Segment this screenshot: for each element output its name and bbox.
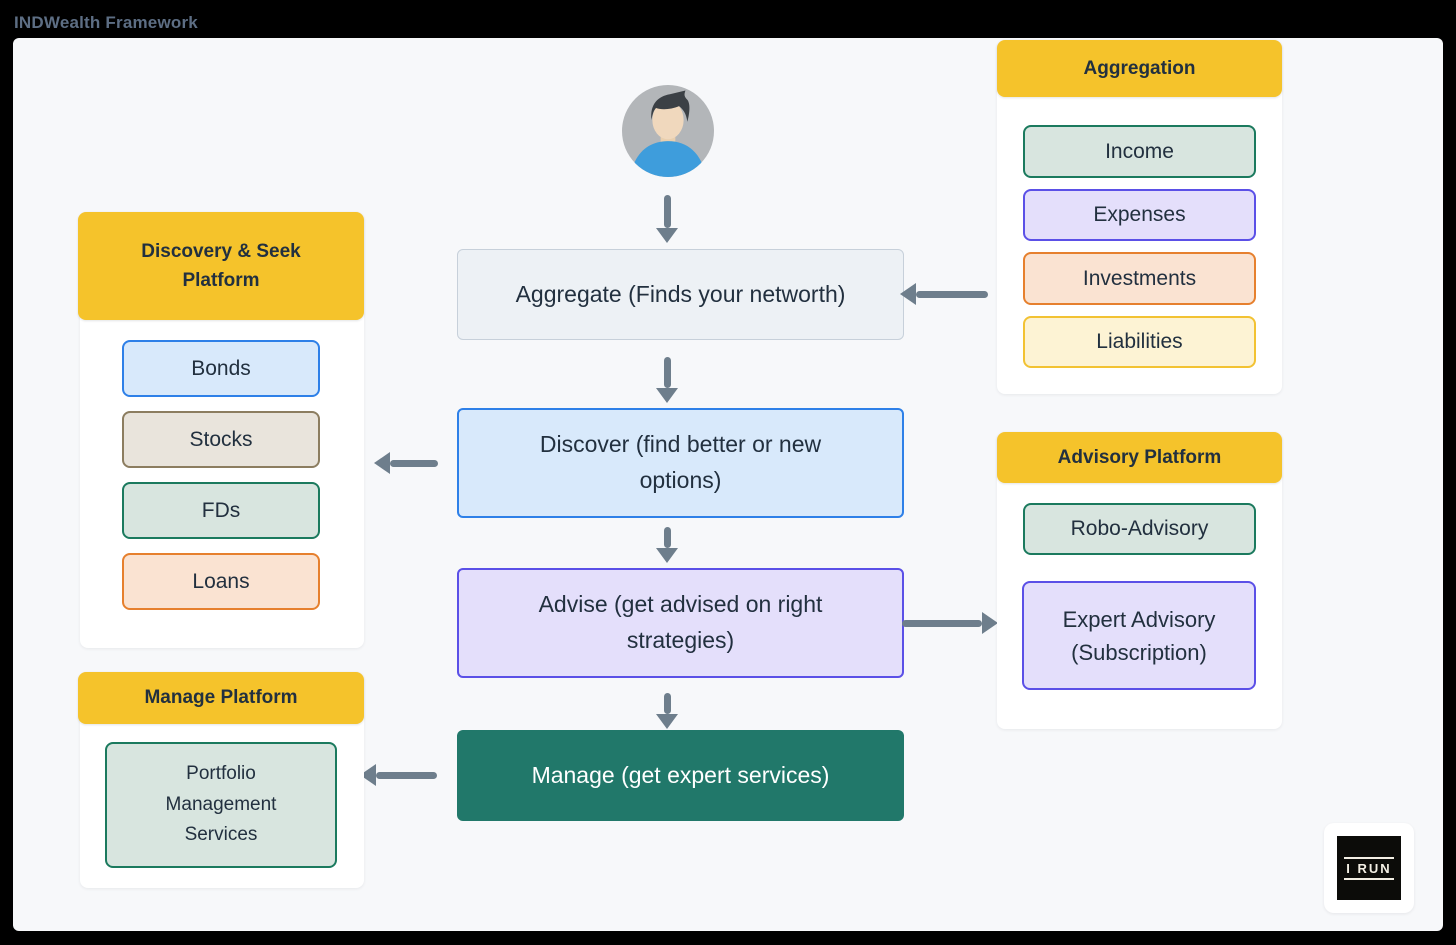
panel-aggregation-header: Aggregation (997, 40, 1282, 97)
logo-text: I RUN (1344, 856, 1394, 880)
arrow-shaft (663, 357, 671, 388)
item-fds: FDs (122, 482, 320, 539)
item-expert-advisory: Expert Advisory (Subscription) (1022, 581, 1256, 690)
item-stocks: Stocks (122, 411, 320, 468)
arrow-down-head (656, 548, 678, 563)
arrow-shaft (916, 290, 988, 298)
flow-box-advise: Advise (get advised on right strategies) (457, 568, 904, 678)
item-portfolio-management-services: Portfolio Management Services (105, 742, 337, 868)
flow-box-manage: Manage (get expert services) (457, 730, 904, 821)
person-icon (622, 85, 714, 177)
arrow-shaft (390, 459, 438, 467)
arrow-advise-to-advisory-panel (902, 612, 998, 634)
diagram-canvas: Aggregate (Finds your networth) Discover… (13, 38, 1443, 931)
arrow-manage-to-manage-platform (360, 764, 437, 786)
arrow-shaft (902, 619, 982, 627)
item-expenses: Expenses (1023, 189, 1256, 241)
item-robo-advisory: Robo-Advisory (1023, 503, 1256, 555)
arrow-down-head (656, 388, 678, 403)
arrow-shaft (663, 527, 671, 548)
panel-manage-platform-header: Manage Platform (78, 672, 364, 724)
arrow-aggregation-to-aggregate (900, 283, 988, 305)
item-income: Income (1023, 125, 1256, 178)
item-bonds: Bonds (122, 340, 320, 397)
user-avatar (622, 85, 714, 177)
arrow-aggregate-to-discover (656, 357, 678, 403)
page-title: INDWealth Framework (14, 13, 198, 32)
logo-card: I RUN (1324, 823, 1414, 913)
flow-box-discover: Discover (find better or new options) (457, 408, 904, 518)
item-liabilities: Liabilities (1023, 316, 1256, 368)
arrow-left-head (360, 764, 376, 786)
arrow-shaft (376, 771, 437, 779)
arrow-right-head (982, 612, 998, 634)
arrow-shaft (663, 195, 671, 228)
panel-discovery-header: Discovery & Seek Platform (78, 212, 364, 320)
flow-box-aggregate: Aggregate (Finds your networth) (457, 249, 904, 340)
arrow-left-head (374, 452, 390, 474)
item-investments: Investments (1023, 252, 1256, 305)
arrow-down-head (656, 228, 678, 243)
arrow-user-to-aggregate (656, 195, 678, 243)
item-loans: Loans (122, 553, 320, 610)
arrow-discover-to-advise (656, 527, 678, 563)
arrow-down-head (656, 714, 678, 729)
logo-black-square: I RUN (1337, 836, 1401, 900)
arrow-discover-to-discovery-panel (374, 452, 438, 474)
arrow-advise-to-manage (656, 693, 678, 729)
panel-advisory-header: Advisory Platform (997, 432, 1282, 483)
arrow-shaft (663, 693, 671, 714)
arrow-left-head (900, 283, 916, 305)
